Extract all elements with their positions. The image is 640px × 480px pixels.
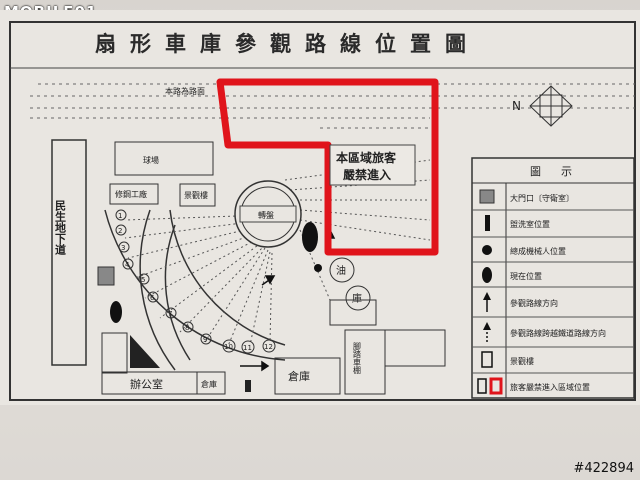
legend-restroom-icon (485, 215, 490, 231)
current-position-marker (302, 222, 318, 252)
stall-5: 5 (141, 276, 145, 284)
stall-1: 1 (118, 212, 122, 220)
legend: 圖示 大 (471, 157, 635, 399)
view-tower (179, 183, 216, 207)
stall-numbers: 1 2 3 4 5 6 7 8 9 10 11 12 (115, 209, 276, 354)
stall-9: 9 (203, 336, 207, 344)
field-label: 球場 (143, 155, 159, 165)
stall-4: 4 (125, 261, 130, 269)
legend-label-8: 旅客嚴禁進入區域位置 (510, 382, 590, 392)
legend-label-4: 現在位置 (510, 271, 542, 281)
legend-label-7: 景觀樓 (510, 356, 534, 366)
bike-label: 腳踏車棚 (353, 341, 362, 375)
store2-label: 倉庫 (288, 369, 310, 383)
legend-label-5: 參觀路線方向 (510, 298, 558, 308)
stall-11: 11 (243, 344, 252, 352)
field-building (114, 141, 214, 176)
legend-gate-icon (479, 189, 495, 204)
legend-dashed-arrow-icon (483, 322, 491, 342)
stall-6: 6 (150, 294, 155, 302)
oil-tank (329, 257, 355, 283)
repair-shop (109, 183, 159, 205)
legend-robot-icon (482, 245, 492, 255)
photo-id: #422894 (573, 461, 634, 476)
map-title: 扇形車庫參觀路線位置圖 (95, 31, 480, 56)
restricted-label-1: 本區域旅客 (336, 150, 397, 165)
turntable-label: 轉盤 (258, 210, 274, 220)
roundhouse: 轉盤 (104, 159, 431, 371)
legend-label-6: 參觀路線跨越鐵道路線方向 (510, 328, 606, 338)
stall-7: 7 (168, 310, 172, 318)
current-position-marker-2 (110, 301, 122, 323)
repair-label: 修鋼工廠 (115, 189, 147, 199)
legend-title: 圖示 (530, 165, 592, 178)
legend-label-3: 總成機械人位置 (510, 246, 566, 256)
gate-marker (97, 266, 115, 286)
oil-label: 油 (336, 264, 346, 277)
store1-label: 倉庫 (201, 379, 217, 389)
stall-10: 10 (224, 343, 233, 351)
view-tower-label: 景觀樓 (184, 190, 208, 200)
depot-label: 庫 (352, 292, 362, 305)
office-label: 辦公室 (130, 377, 163, 391)
store-building-2 (274, 357, 341, 395)
restricted-area-boundary (216, 78, 439, 256)
legend-label-1: 大門口〔守衛室〕 (510, 193, 574, 203)
road-left-label: 民生地下道 (54, 200, 67, 256)
stall-12: 12 (264, 343, 273, 351)
robot-marker (314, 264, 322, 272)
compass-rose: N (512, 85, 573, 127)
restricted-label-box (329, 144, 416, 186)
depot-tank (345, 285, 371, 311)
stall-2: 2 (118, 227, 122, 235)
legend-current-position-icon (482, 267, 492, 283)
legend-view-tower-icon (481, 351, 493, 368)
underpass (51, 139, 87, 366)
stall-8: 8 (185, 324, 189, 332)
restricted-label-2: 嚴禁進入 (343, 167, 391, 182)
legend-arrow-icon (483, 292, 491, 312)
store-building-1 (196, 371, 226, 395)
dark-triangle (130, 335, 160, 368)
legend-red-area-icon (477, 378, 487, 394)
compass-n-label: N (512, 99, 521, 113)
restroom-marker (245, 380, 251, 392)
stall-3: 3 (121, 244, 125, 252)
road-top-label: 本路為路面 (165, 86, 205, 96)
legend-label-2: 盥洗室位置 (510, 219, 550, 229)
